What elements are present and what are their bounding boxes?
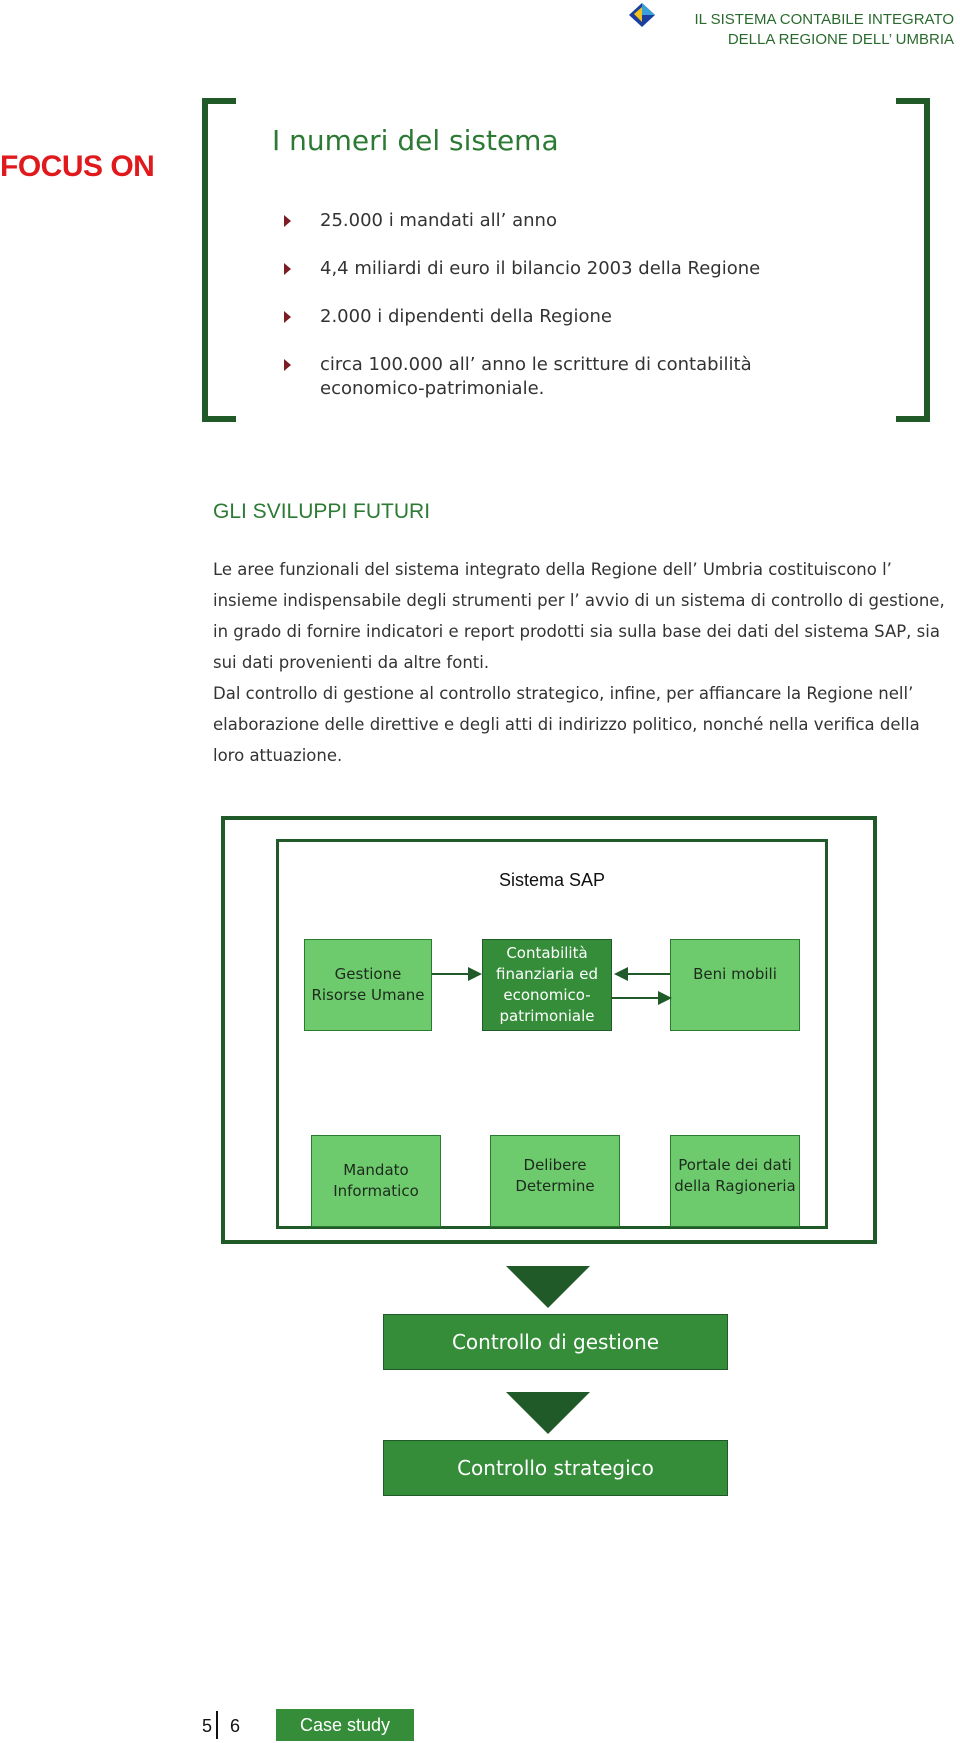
left-bracket: [202, 98, 236, 422]
region-logo-icon: [629, 3, 655, 27]
bullet-arrow-icon: [284, 263, 291, 275]
arrow-down-icon: [506, 1392, 590, 1434]
arrow-right-icon: [432, 967, 482, 981]
page-header: IL SISTEMA CONTABILE INTEGRATO DELLA REG…: [695, 10, 955, 50]
accounting-portal-box: Portale dei dati della Ragioneria: [670, 1135, 800, 1227]
digital-mandate-box: Mandato Informatico: [311, 1135, 441, 1227]
paragraph: Le aree funzionali del sistema integrato…: [213, 560, 945, 672]
right-bracket: [896, 98, 930, 422]
resolutions-box: Delibere Determine: [490, 1135, 620, 1227]
page-number-left: 5: [202, 1716, 213, 1736]
header-line-1: IL SISTEMA CONTABILE INTEGRATO: [694, 11, 955, 28]
diagram-outer-frame: [221, 816, 877, 1244]
arrow-right-icon: [612, 991, 672, 1005]
focus-title: I numeri del sistema: [272, 124, 559, 157]
movable-assets-box: Beni mobili: [670, 939, 800, 1031]
arrow-down-icon: [506, 1266, 590, 1308]
connector-arrows: [432, 967, 672, 1005]
page-number-right: 6: [230, 1716, 241, 1736]
section-title: GLI SVILUPPI FUTURI: [213, 500, 431, 523]
section-tag: Case study: [276, 1709, 414, 1741]
page-number-divider: [216, 1711, 218, 1739]
hr-management-box: Gestione Risorse Umane: [304, 939, 432, 1031]
focus-bullet: circa 100.000 all’ anno le scritture di …: [320, 354, 752, 399]
focus-bullet: 2.000 i dipendenti della Regione: [320, 306, 612, 327]
sap-system-title: Sistema SAP: [498, 870, 606, 890]
bullet-arrow-icon: [284, 215, 291, 227]
paragraph: Dal controllo di gestione al controllo s…: [213, 684, 920, 765]
accounting-box: Contabilità finanziaria ed economico-pat…: [482, 939, 612, 1031]
focus-bullet: 4,4 miliardi di euro il bilancio 2003 de…: [320, 258, 761, 279]
arrow-left-icon: [614, 967, 670, 981]
sap-system-frame: [276, 839, 828, 1229]
bullet-arrow-icon: [284, 311, 291, 323]
bullet-arrow-icon: [284, 359, 291, 371]
strategic-control-box: Controllo strategico: [383, 1440, 728, 1496]
header-line-2: DELLA REGIONE DELL’ UMBRIA: [727, 31, 954, 48]
management-control-box: Controllo di gestione: [383, 1314, 728, 1370]
focus-on-label: FOCUS ON: [0, 150, 155, 183]
focus-bullet: 25.000 i mandati all’ anno: [320, 210, 557, 231]
